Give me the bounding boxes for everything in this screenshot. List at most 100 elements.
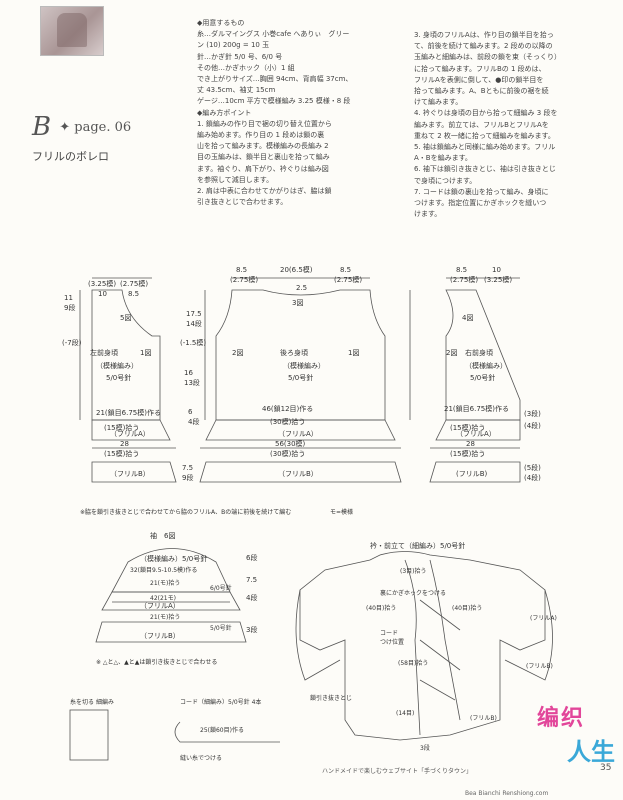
dim-back-8.5a: 8.5 <box>236 266 247 274</box>
collar-hook: 裏にかぎホックをつける <box>380 589 446 597</box>
dim-w-3: (3段) <box>524 409 541 418</box>
dim-v-9b: 9段 <box>182 473 193 482</box>
dim-v-17.5: 17.5 <box>186 310 202 318</box>
collar-title: 衿・前立て（細編み）5/0号針 <box>370 541 465 550</box>
page-ref-letter: B <box>32 112 52 142</box>
dim-right-10: 10 <box>492 266 501 274</box>
instructions-left-column: ◆用意するもの糸…ダルマイングス 小巻cafe へありぃ グリーン (10) 2… <box>197 18 402 208</box>
label-p5: 5図 <box>120 314 131 322</box>
page-ref-text: ✦ page. 06 <box>59 120 132 135</box>
dim-v-7: (-7段) <box>62 338 82 347</box>
dim-v-1.5: (-1.5模) <box>180 338 206 347</box>
dim-v-4: 4段 <box>188 417 199 426</box>
label-frill-a-right: （フリルA） <box>456 430 496 438</box>
sleeve-rows-6: 6段 <box>246 553 257 562</box>
dim-back-20: 20(6.5模) <box>280 265 313 274</box>
dim-top-left-3.25: (3.25模) <box>88 279 116 288</box>
instructions_left-line: 2. 肩は中表に合わせてかがりはぎ、脇は鎖 <box>197 187 332 196</box>
sleeve-note: ※ △と△、▲と▲は鎖引き抜きとじで合わせる <box>96 658 217 666</box>
footer-url: Bea Bianchi Renshiong.com <box>465 790 549 797</box>
edge-cut: 糸を切る <box>70 698 94 706</box>
cord-25: 25(鎖60目)作る <box>200 726 244 734</box>
instructions_right-line: に拾って編みます。フリルBの 1 段めは、 <box>414 64 546 73</box>
dim-v-11: 11 <box>64 294 73 302</box>
instructions_left-line: 針…かぎ針 5/0 号、6/0 号 <box>197 52 283 61</box>
dim-v-13: 13段 <box>184 378 200 387</box>
dim-v-6: 6 <box>188 408 193 416</box>
instructions_left-line: ます。袖ぐり、肩下がり、衿ぐりは編み図 <box>197 164 329 173</box>
sleeve-dim-21: 21(モ)拾う <box>150 579 180 587</box>
dim-w-15r: (15模)拾う <box>450 423 485 432</box>
cord-shape <box>174 721 280 743</box>
dim-w-56: 56(30模) <box>275 439 306 448</box>
instructions_right-line: 5. 袖は鎖編みと同様に編み始めます。フリル <box>414 143 556 152</box>
note-mo: モ=模様 <box>330 508 353 516</box>
label-needle-back: 5/0号針 <box>288 373 313 382</box>
label-pattern-back: （模様編み） <box>283 361 325 370</box>
logo-line-2: 人生 <box>567 738 615 766</box>
dim-w-15b: (15模)拾う <box>104 449 139 458</box>
sleeve-dim-7.5: 7.5 <box>246 576 257 584</box>
label-frill-b-right: (フリルB) <box>456 470 488 478</box>
instructions_left-line: 山を拾って編みます。模様編みの長編み 2 <box>197 142 329 151</box>
collar-frill-a: (フリルA) <box>530 615 557 622</box>
dim-back-2.75b: (2.75模) <box>334 275 362 284</box>
instructions_right-line: 玉編みと細編みは、前段の鎖を束（そっくり） <box>414 53 561 62</box>
back-shape <box>215 289 386 421</box>
dim-top-left-8.5: 8.5 <box>128 290 139 298</box>
label-p2a: 2図 <box>232 349 243 357</box>
sleeve-dim-21b: 21(モ)拾う <box>150 613 180 621</box>
dim-w-46: 46(鎖12目)作る <box>262 404 313 413</box>
collar-40b: (40目)拾う <box>452 604 482 612</box>
label-frill-a-left: （フリルA） <box>110 430 150 438</box>
sleeve-rows-4: 4段 <box>246 593 257 602</box>
instructions_left-line: 1. 鎖編みの作り目で裾の切り替え位置から <box>197 119 332 128</box>
label-right-front: 右前身頃 <box>465 348 493 357</box>
dim-w-4b: (4段) <box>524 473 541 482</box>
collar-14: (14目) <box>396 710 414 717</box>
instructions_right-line: 拾って編みます。A、Bともに前後の裾を続 <box>414 87 549 96</box>
collar-cord: コード <box>380 630 398 637</box>
logo-line-1: 编织 <box>537 706 586 731</box>
dim-right-8.5: 8.5 <box>456 266 467 274</box>
instructions-right-column: 3. 身頃のフリルAは、作り目の鎖半目を拾って、前後を続けて編みます。2 段めの… <box>414 30 614 220</box>
edge-title: 細編み <box>96 698 114 706</box>
instructions_left-line: 丈 43.5cm、袖丈 15cm <box>197 86 276 95</box>
label-pattern-left: （模様編み） <box>96 361 138 370</box>
instructions_right-line: フリルAを表側に倒して、●印の鎖半目を <box>414 75 544 84</box>
dim-w-4: (4段) <box>524 421 541 430</box>
dim-w-28r: 28 <box>466 440 475 448</box>
label-frill-b-left: （フリルB） <box>110 470 150 478</box>
instructions_left-line: ◆編み方ポイント <box>197 108 252 117</box>
label-frill-a-back: （フリルA） <box>278 430 318 438</box>
sleeve-rows-3: 3段 <box>246 625 257 634</box>
dim-w-30: (30模)拾う <box>270 417 305 426</box>
label-p1b: 1図 <box>348 349 359 357</box>
instructions_right-line: 編みます。前立ては、フリルBとフリルAを <box>414 120 549 129</box>
dim-back-8.5b: 8.5 <box>340 266 351 274</box>
instructions_left-line: 糸…ダルマイングス 小巻cafe へありぃ グリー <box>197 30 350 39</box>
note-side-seam: ※脇を鎖引き抜きとじで合わせてから脇のフリルA、Bの端に前後を続けて編む <box>80 508 291 516</box>
dim-w-15: (15模)拾う <box>104 423 139 432</box>
dim-v-7.5: 7.5 <box>182 464 193 472</box>
instructions_left-line: 引き抜きとじで合わせます。 <box>197 198 288 207</box>
label-pattern-right: （模様編み） <box>465 361 507 370</box>
assembled-garment-shape <box>299 551 546 741</box>
footer-site: ハンドメイドで楽しむウェブサイト「手づくりタウン」 <box>322 768 473 775</box>
cord-title: コード（細編み）5/0号針 4本 <box>180 698 261 706</box>
sleeve-pattern: （模様編み）5/0号針 <box>140 554 207 563</box>
label-needle-right: 5/0号針 <box>470 373 495 382</box>
collar-3b: 3段 <box>420 744 430 752</box>
instructions_right-line: つけます。指定位置にかぎホックを縫いつ <box>414 199 547 208</box>
sleeve-title: 袖 6図 <box>150 531 175 540</box>
sleeve-frill-b: （フリルB） <box>140 632 180 640</box>
page-reference: B ✦ page. 06 <box>32 112 131 142</box>
sleeve-frill-a: （フリルA） <box>140 602 180 610</box>
dim-w-15br: (15模)拾う <box>450 449 485 458</box>
collar-40: (40目)拾う <box>366 604 396 612</box>
instructions_left-line: 目の玉編みは、鎖半目と裏山を拾って編み <box>197 153 330 162</box>
instructions_right-line: 3. 身頃のフリルAは、作り目の鎖半目を拾っ <box>414 31 554 39</box>
instructions_right-line: A・Bを編みます。 <box>414 154 472 163</box>
instructions_left-line: でき上がりサイズ…胸囲 94cm、背肩幅 37cm、 <box>197 75 353 84</box>
